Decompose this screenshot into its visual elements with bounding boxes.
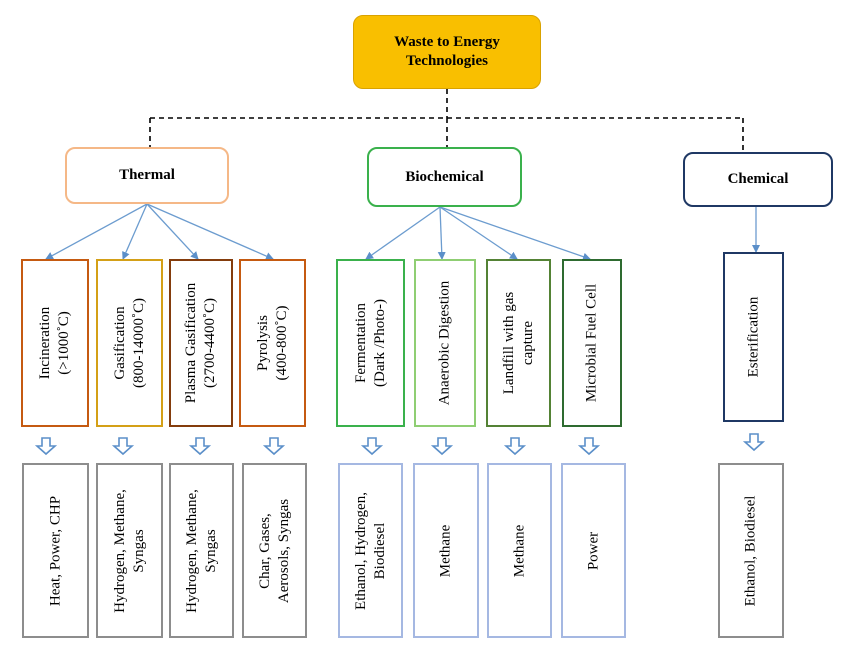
down-arrow-icon	[432, 437, 452, 455]
product-microbial-fuel-cell: Power	[561, 463, 626, 638]
category-thermal-label: Thermal	[119, 167, 175, 183]
down-arrow-icon	[362, 437, 382, 455]
tech-esterification: Esterification	[723, 252, 784, 422]
tech-pyrolysis: Pyrolysis (400-800˚C)	[239, 259, 306, 427]
dashed-connectors	[149, 89, 744, 152]
down-arrow-icon	[264, 437, 284, 455]
product-plasma-gasification-label: Hydrogen, Methane, Syngas	[183, 488, 219, 613]
category-thermal: Thermal	[65, 147, 229, 204]
product-landfill: Methane	[487, 463, 552, 638]
fan-arrows	[45, 203, 760, 261]
product-anaerobic-digestion: Methane	[413, 463, 479, 638]
product-gasification-label: Hydrogen, Methane, Syngas	[111, 488, 147, 613]
category-chemical: Chemical	[683, 152, 833, 207]
down-arrow-icon	[36, 437, 56, 455]
product-incineration-label: Heat, Power, CHP	[47, 495, 63, 606]
tech-gasification: Gasification (800-14000˚C)	[96, 259, 163, 427]
tech-anaerobic-digestion: Anaerobic Digestion	[414, 259, 476, 427]
product-fermentation: Ethanol, Hydrogen, Biodiesel	[338, 463, 403, 638]
tech-fermentation: Fermentation (Dark /Photo-)	[336, 259, 405, 427]
category-chemical-label: Chemical	[727, 171, 789, 187]
category-biochemical-label: Biochemical	[405, 168, 484, 185]
tech-plasma-gasification: Plasma Gasification (2700-4400˚C)	[169, 259, 233, 427]
product-esterification-label: Ethanol, Biodiesel	[742, 495, 759, 606]
product-pyrolysis-label: Char, Gases, Aerosols, Syngas	[256, 498, 292, 603]
product-gasification: Hydrogen, Methane, Syngas	[96, 463, 163, 638]
product-anaerobic-digestion-label: Methane	[437, 524, 454, 577]
product-plasma-gasification: Hydrogen, Methane, Syngas	[169, 463, 234, 638]
down-arrow-icon	[190, 437, 210, 455]
root-node: Waste to Energy Technologies	[353, 15, 541, 89]
down-arrow-icon	[579, 437, 599, 455]
tech-incineration: Incineration (>1000˚C)	[21, 259, 89, 427]
tech-landfill: Landfill with gas capture	[486, 259, 551, 427]
tech-microbial-fuel-cell: Microbial Fuel Cell	[562, 259, 622, 427]
product-landfill-label: Methane	[511, 524, 527, 577]
product-pyrolysis: Char, Gases, Aerosols, Syngas	[242, 463, 307, 638]
down-arrow-icon	[505, 437, 525, 455]
root-title: Waste to Energy Technologies	[394, 34, 500, 69]
product-esterification: Ethanol, Biodiesel	[718, 463, 784, 638]
product-microbial-fuel-cell-label: Power	[585, 531, 601, 570]
down-arrow-icon	[744, 433, 764, 451]
product-fermentation-label: Ethanol, Hydrogen, Biodiesel	[352, 491, 388, 610]
category-biochemical: Biochemical	[367, 147, 522, 207]
product-incineration: Heat, Power, CHP	[22, 463, 89, 638]
down-arrow-icon	[113, 437, 133, 455]
